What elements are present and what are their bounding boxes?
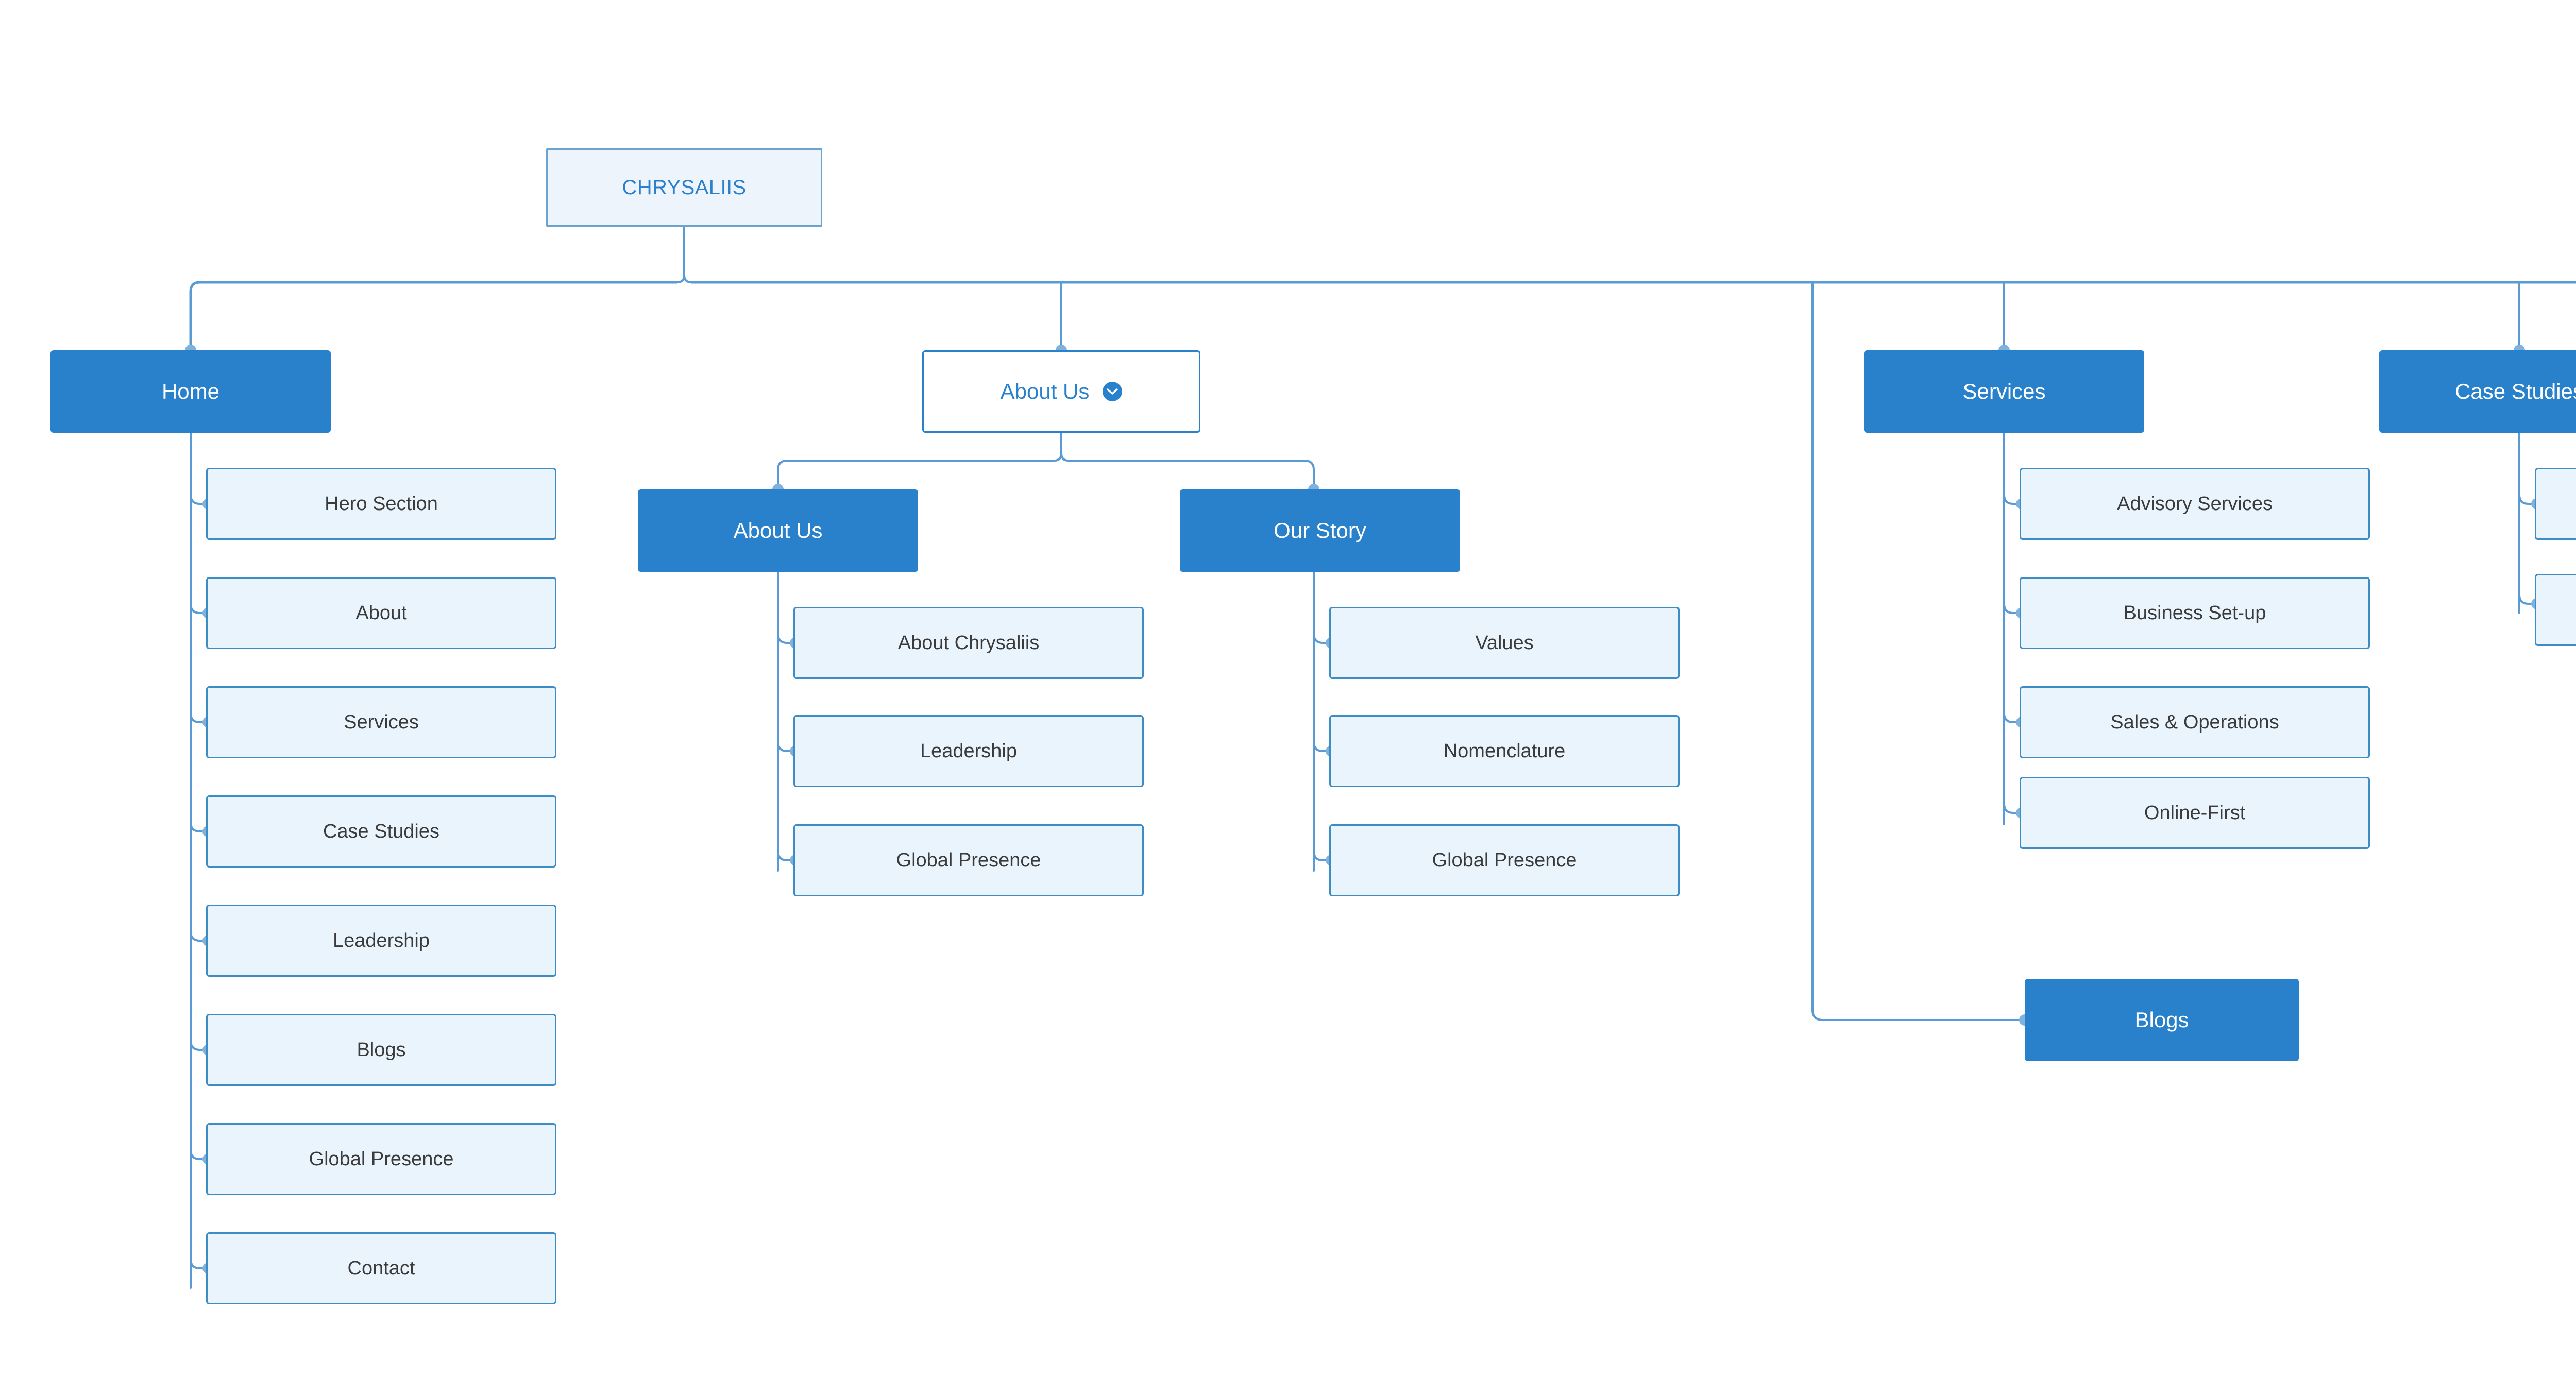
about-us-child-global-presence[interactable]: Global Presence [793, 824, 1144, 896]
about-us-child-leadership[interactable]: Leadership [793, 715, 1144, 787]
branch-node-case-studies[interactable]: Case Studies [2379, 350, 2576, 433]
branch-node-home[interactable]: Home [50, 350, 331, 433]
home-child-about[interactable]: About [206, 577, 556, 649]
home-child-hero-section[interactable]: Hero Section [206, 468, 556, 540]
branch-node-about-us-hub-label: About Us [1000, 379, 1090, 403]
home-child-case-studies[interactable]: Case Studies [206, 795, 556, 868]
case-studies-child-filters[interactable]: Filters [2535, 468, 2576, 540]
branch-node-blogs-label: Blogs [2134, 1008, 2189, 1032]
group-node-about-us[interactable]: About Us [638, 489, 918, 572]
branch-node-blogs[interactable]: Blogs [2025, 979, 2299, 1061]
home-child-leadership[interactable]: Leadership [206, 905, 556, 977]
home-child-label: Services [344, 711, 419, 733]
home-child-label: Leadership [332, 929, 430, 951]
root-node-label: CHRYSALIIS [622, 176, 747, 199]
our-story-child-values[interactable]: Values [1329, 607, 1680, 679]
branch-node-about-us-hub[interactable]: About Us [922, 350, 1200, 433]
about-us-child-about-chrysaliis[interactable]: About Chrysaliis [793, 607, 1144, 679]
home-child-label: Hero Section [325, 492, 438, 515]
chevron-down-icon[interactable] [1103, 382, 1123, 401]
home-child-label: Contact [347, 1257, 415, 1279]
home-child-label: Blogs [357, 1039, 406, 1061]
services-child-business-set-up[interactable]: Business Set-up [2020, 577, 2370, 649]
home-child-blogs[interactable]: Blogs [206, 1014, 556, 1086]
services-child-online-first[interactable]: Online-First [2020, 777, 2370, 849]
services-child-label: Online-First [2144, 802, 2246, 824]
our-story-child-global-presence[interactable]: Global Presence [1329, 824, 1680, 896]
case-studies-child-individual-case-study-pages[interactable]: Individual case study pages [2535, 574, 2576, 646]
our-story-child-label: Global Presence [1432, 849, 1577, 871]
branch-node-services-label: Services [1962, 379, 2046, 403]
about-us-child-label: About Chrysaliis [897, 632, 1040, 654]
our-story-child-label: Values [1475, 632, 1534, 654]
home-child-contact[interactable]: Contact [206, 1232, 556, 1304]
home-child-label: Case Studies [323, 820, 439, 842]
our-story-child-label: Nomenclature [1443, 740, 1566, 762]
services-child-advisory-services[interactable]: Advisory Services [2020, 468, 2370, 540]
about-us-child-label: Leadership [920, 740, 1018, 762]
branch-node-home-label: Home [161, 379, 220, 403]
home-child-label: Global Presence [309, 1148, 454, 1170]
group-node-our-story[interactable]: Our Story [1180, 489, 1460, 572]
home-child-global-presence[interactable]: Global Presence [206, 1123, 556, 1195]
branch-node-services[interactable]: Services [1864, 350, 2144, 433]
group-node-about-us-label: About Us [733, 518, 823, 542]
branch-node-case-studies-label: Case Studies [2455, 379, 2576, 403]
services-child-label: Business Set-up [2123, 602, 2266, 624]
services-child-label: Sales & Operations [2110, 711, 2279, 733]
group-node-our-story-label: Our Story [1274, 518, 1366, 542]
root-node-chrysaliis[interactable]: CHRYSALIIS [546, 148, 822, 227]
services-child-label: Advisory Services [2117, 492, 2273, 515]
home-child-services[interactable]: Services [206, 686, 556, 758]
home-child-label: About [355, 602, 407, 624]
about-us-child-label: Global Presence [896, 849, 1041, 871]
services-child-sales-and-operations[interactable]: Sales & Operations [2020, 686, 2370, 758]
our-story-child-nomenclature[interactable]: Nomenclature [1329, 715, 1680, 787]
